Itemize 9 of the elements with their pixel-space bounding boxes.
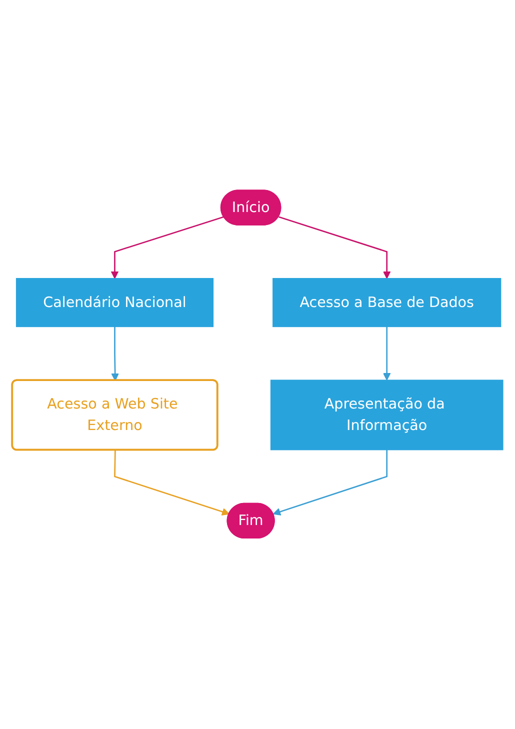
- arrow: [114, 450, 230, 516]
- node-box: Acesso a Base de Dados: [272, 278, 502, 328]
- arrow: [278, 216, 391, 280]
- arrow: [272, 450, 388, 516]
- arrow: [111, 327, 119, 382]
- node-box: Apresentação da Informação: [270, 380, 504, 451]
- arrow: [110, 216, 224, 280]
- arrow: [382, 327, 391, 381]
- node-box: Calendário Nacional: [16, 278, 214, 328]
